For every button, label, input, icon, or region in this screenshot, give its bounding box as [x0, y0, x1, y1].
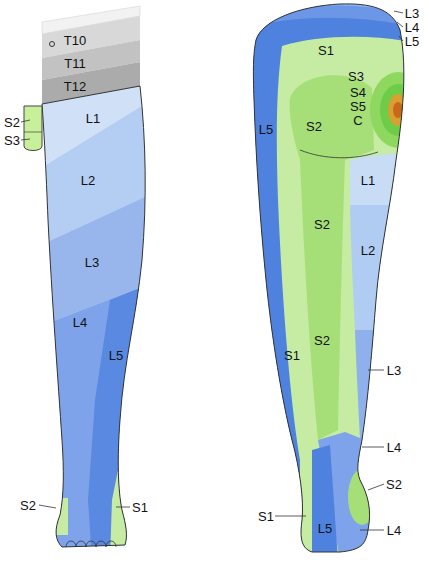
dermatome-label: L2 [81, 174, 95, 187]
dermatome-label: S1 [318, 44, 334, 57]
dermatome-label: L4 [387, 524, 401, 537]
dermatome-label: L4 [73, 316, 87, 329]
dermatome-label: C [353, 114, 362, 127]
dermatome-label: S1 [132, 501, 148, 514]
genital-region [24, 106, 42, 151]
dermatome-label: S3 [348, 70, 364, 83]
dermatome-label: S1 [258, 510, 274, 523]
dermatome-label: L3 [85, 256, 99, 269]
front-leg-outline [42, 86, 145, 547]
dermatome-label: S2 [314, 218, 330, 231]
back-leg-dermatomes [240, 0, 426, 563]
dermatome-label: S4 [350, 86, 366, 99]
dermatome-label: L5 [259, 123, 273, 136]
dermatome-label: L5 [109, 349, 123, 362]
toes [66, 541, 116, 547]
back-leg-outline [253, 4, 403, 552]
gluteal-fold [300, 150, 378, 158]
dermatome-label: L4 [387, 441, 401, 454]
dermatome-label: S2 [4, 116, 20, 129]
dermatome-label: T10 [64, 34, 86, 47]
front-leg-dermatomes [0, 80, 170, 563]
dermatome-label: S2 [386, 478, 402, 491]
dermatome-label: L2 [361, 244, 375, 257]
dermatome-label: T11 [64, 57, 85, 70]
dermatome-label: L5 [318, 522, 332, 535]
dermatome-label: L3 [387, 364, 401, 377]
dermatome-label: S2 [306, 120, 322, 133]
dermatome-label: S1 [284, 349, 300, 362]
dermatome-label: T12 [64, 80, 86, 93]
dermatome-label: L3 [405, 7, 419, 20]
back-leader-lines [275, 11, 403, 530]
dermatome-label: L1 [361, 174, 375, 187]
dermatome-label: S5 [350, 100, 366, 113]
dermatome-label: L5 [405, 35, 419, 48]
dermatome-label: S2 [20, 499, 36, 512]
front-leader-lines [21, 120, 130, 508]
dermatome-label: S2 [314, 334, 330, 347]
dermatome-label: L4 [405, 21, 419, 34]
dermatome-label: L1 [86, 112, 100, 125]
dermatome-label: S3 [4, 134, 20, 147]
